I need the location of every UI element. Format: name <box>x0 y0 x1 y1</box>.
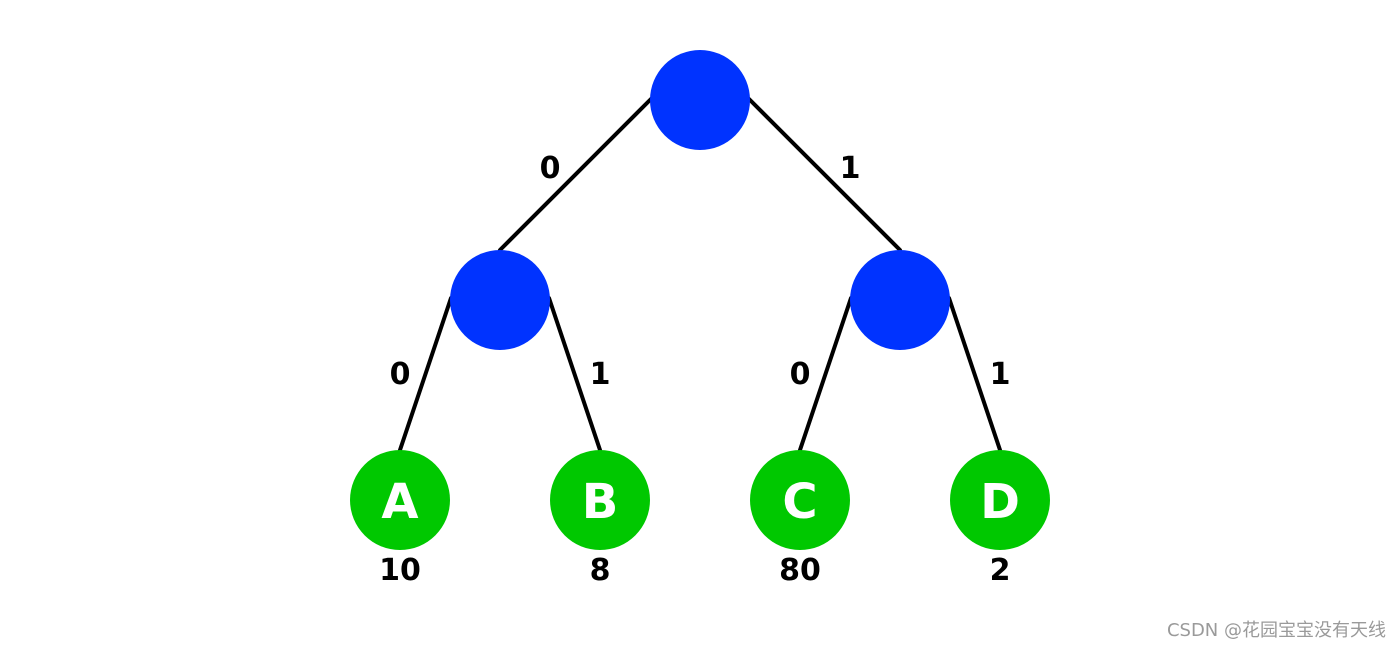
edge-right-c <box>798 296 853 452</box>
leaf-weight-c: 80 <box>779 553 821 588</box>
leaf-node-a <box>350 450 450 550</box>
edge-label-root-left: 0 <box>540 151 561 186</box>
edges <box>398 96 1002 452</box>
leaf-node-b <box>550 450 650 550</box>
edge-right-d <box>947 296 1002 452</box>
edge-label-left-b: 1 <box>590 357 611 392</box>
watermark: CSDN @花园宝宝没有天线 <box>1166 620 1386 641</box>
edge-label-right-c: 0 <box>790 357 811 392</box>
left-internal-node <box>450 250 550 350</box>
leaf-node-c <box>750 450 850 550</box>
leaf-node-d <box>950 450 1050 550</box>
leaf-letter-c: C <box>782 474 817 530</box>
leaf-letter-a: A <box>381 474 418 530</box>
leaf-weight-a: 10 <box>379 553 421 588</box>
leaf-letter-d: D <box>980 474 1020 530</box>
edge-root-left <box>498 96 654 252</box>
edge-label-left-a: 0 <box>390 357 411 392</box>
right-internal-node <box>850 250 950 350</box>
edge-left-a <box>398 296 453 452</box>
root-node <box>650 50 750 150</box>
edge-label-right-d: 1 <box>990 357 1011 392</box>
edge-root-right <box>746 96 902 252</box>
leaf-weight-b: 8 <box>590 553 611 588</box>
leaf-letter-b: B <box>582 474 619 530</box>
edge-left-b <box>547 296 602 452</box>
edge-label-root-right: 1 <box>840 151 861 186</box>
leaf-weight-d: 2 <box>990 553 1011 588</box>
